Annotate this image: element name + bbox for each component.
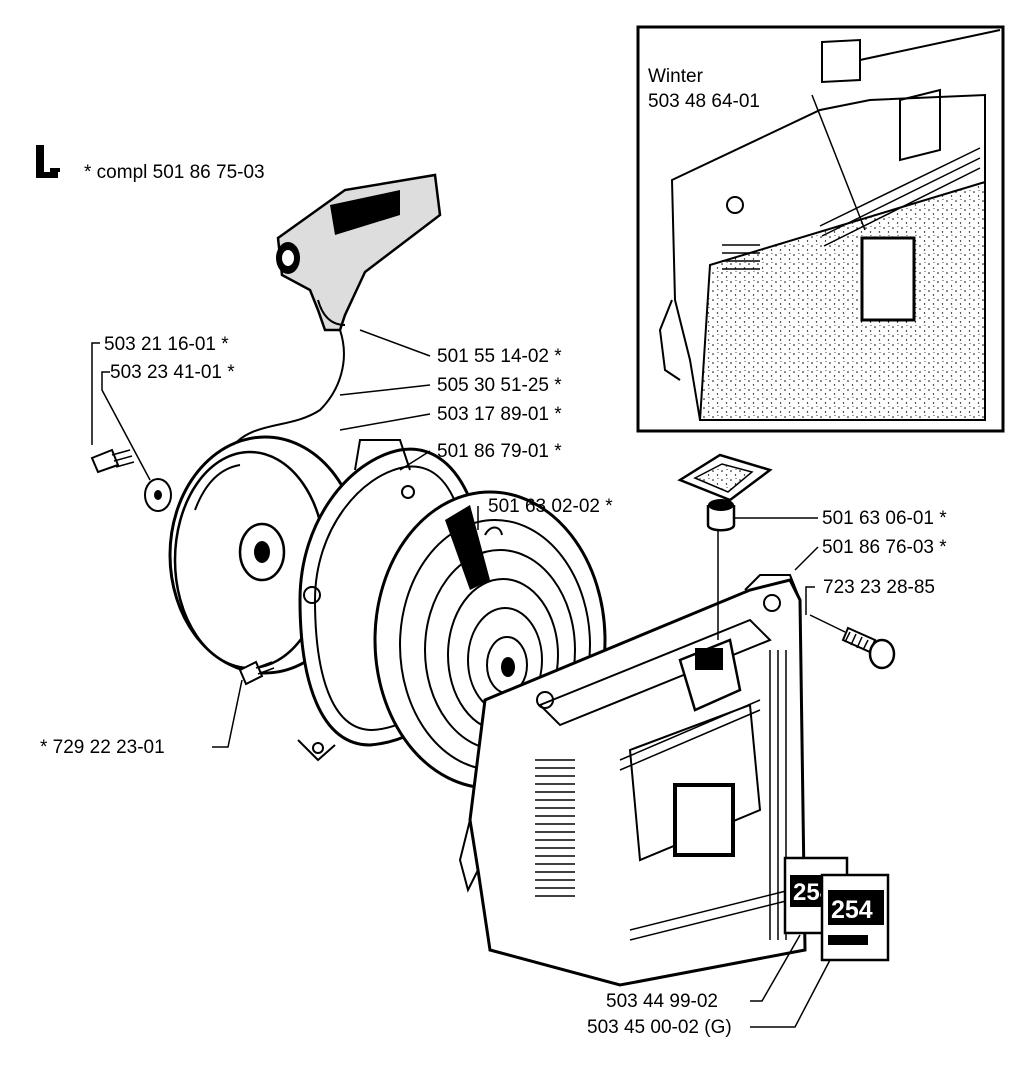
label-cover-screw: 723 23 28-85 — [823, 577, 935, 598]
kit-symbol-icon — [36, 145, 58, 178]
decal-254-g: 254 — [820, 873, 890, 962]
kit-label: * compl 501 86 75-03 — [36, 145, 265, 183]
label-small-screw: * 729 22 23-01 — [40, 737, 165, 758]
pulley-screw — [90, 448, 135, 474]
label-cover: 501 86 76-03 * — [822, 537, 947, 558]
label-decal: 503 44 99-02 — [606, 991, 718, 1012]
label-cord: 505 30 51-25 * — [437, 375, 562, 396]
pulley-washer — [144, 478, 172, 512]
winter-label: Winter — [648, 66, 704, 87]
label-handle: 501 55 14-02 * — [437, 346, 562, 367]
label-washer: 503 23 41-01 * — [110, 362, 235, 383]
damper-part — [677, 453, 773, 640]
label-spring: 501 63 02-02 * — [488, 496, 613, 517]
label-pulley: 503 17 89-01 * — [437, 404, 562, 425]
cover-screw — [809, 614, 896, 670]
label-decal-g: 503 45 00-02 (G) — [587, 1017, 732, 1038]
small-screw — [238, 660, 275, 686]
winter-inset: Winter 503 48 64-01 — [636, 25, 1005, 433]
kit-part-number: * compl 501 86 75-03 — [84, 162, 265, 183]
winter-part-number: 503 48 64-01 — [648, 91, 760, 112]
label-housing-ring: 501 86 79-01 * — [437, 441, 562, 462]
label-screw-left: 503 21 16-01 * — [104, 334, 229, 355]
starter-handle — [276, 173, 442, 332]
decal-g-number: 254 — [831, 896, 873, 924]
label-damper: 501 63 06-01 * — [822, 508, 947, 529]
starter-cover — [458, 574, 807, 987]
leader-lines — [91, 329, 831, 1028]
